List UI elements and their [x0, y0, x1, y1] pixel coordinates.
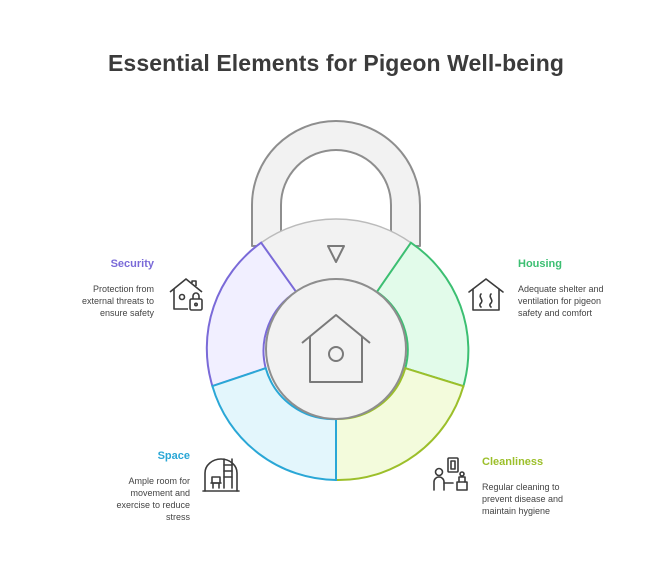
page-title: Essential Elements for Pigeon Well-being	[107, 50, 564, 76]
lock-segment-space	[211, 366, 337, 482]
birdhouse-icon	[301, 314, 371, 383]
room-ladder-icon	[202, 458, 240, 492]
house-ventilation-icon	[468, 278, 504, 311]
cleanliness-label: Cleanliness	[482, 456, 544, 468]
security-description: Protection from external threats to ensu…	[81, 284, 154, 318]
house-lock-icon	[169, 278, 203, 311]
cleanliness-description: Regular cleaning to prevent disease and …	[482, 482, 564, 516]
lock-center	[265, 278, 407, 420]
housing-label: Housing	[518, 258, 562, 270]
lock-segment-security	[205, 241, 298, 388]
triangle-down-icon	[327, 245, 345, 263]
space-description: Ample room for movement and exercise to …	[116, 476, 190, 522]
housing-description: Adequate shelter and ventilation for pig…	[518, 284, 604, 318]
cleaning-person-icon	[433, 457, 468, 491]
lock-shackle	[251, 120, 421, 247]
security-label: Security	[110, 258, 154, 270]
space-label: Space	[157, 450, 190, 462]
